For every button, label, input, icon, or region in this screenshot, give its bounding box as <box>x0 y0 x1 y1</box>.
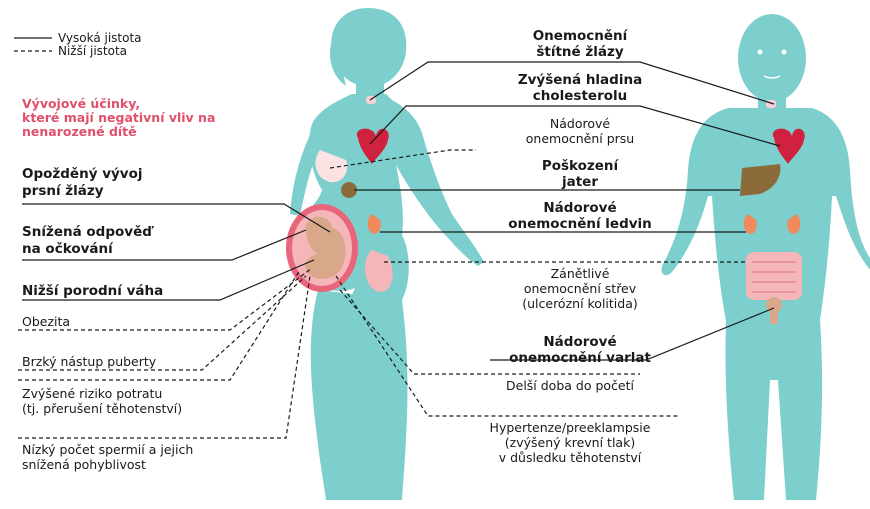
label-liver-2: jater <box>480 174 680 190</box>
label-testicular-1: Nádorové <box>470 334 690 350</box>
label-birth-weight: Nižší porodní váha <box>22 283 163 299</box>
label-sperm-2: snížená pohyblivost <box>22 457 146 472</box>
label-obesity: Obezita <box>22 314 70 329</box>
label-colitis-1: Zánětlivé <box>470 266 690 281</box>
male-head <box>738 14 806 102</box>
label-colitis-3: (ulcerózní kolitida) <box>470 296 690 311</box>
label-puberty: Brzký nástup puberty <box>22 354 156 369</box>
label-breast-dev-2: prsní žlázy <box>22 183 104 199</box>
label-thyroid-1: Onemocnění <box>490 28 670 44</box>
label-sperm-1: Nízký počet spermií a jejich <box>22 442 193 457</box>
label-breast-cancer-1: Nádorové <box>480 116 680 131</box>
label-miscarriage-1: Zvýšené riziko potratu <box>22 386 162 401</box>
label-vaccine-2: na očkování <box>22 241 113 257</box>
label-breast-cancer-2: onemocnění prsu <box>480 131 680 146</box>
label-cholesterol-1: Zvýšená hladina <box>470 72 690 88</box>
label-hypertension-3: v důsledku těhotenství <box>450 450 690 465</box>
developmental-line3: nenarozené dítě <box>22 124 137 139</box>
label-conception: Delší doba do početí <box>460 378 680 393</box>
label-vaccine-1: Snížená odpověď <box>22 224 152 240</box>
developmental-line1: Vývojové účinky, <box>22 96 140 111</box>
label-miscarriage-2: (tj. přerušení těhotenství) <box>22 401 182 416</box>
label-testicular-2: onemocnění varlat <box>470 350 690 366</box>
label-cholesterol-2: cholesterolu <box>470 88 690 104</box>
legend-low: Nižší jistota <box>58 44 127 58</box>
label-breast-dev-1: Opožděný vývoj <box>22 166 143 182</box>
label-kidney-2: onemocnění ledvin <box>470 216 690 232</box>
male-thyroid <box>766 100 776 108</box>
developmental-line2: které mají negativní vliv na <box>22 110 215 125</box>
label-colitis-2: onemocnění střev <box>470 281 690 296</box>
label-hypertension-2: (zvýšený krevní tlak) <box>450 435 690 450</box>
legend-high: Vysoká jistota <box>58 31 142 45</box>
label-kidney-1: Nádorové <box>470 200 690 216</box>
label-thyroid-2: štítné žlázy <box>490 44 670 60</box>
label-hypertension-1: Hypertenze/preeklampsie <box>450 420 690 435</box>
label-liver-1: Poškození <box>480 158 680 174</box>
